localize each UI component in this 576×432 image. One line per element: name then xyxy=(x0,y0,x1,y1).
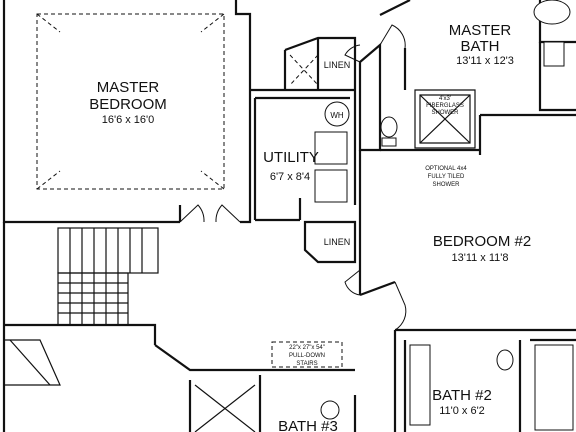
utility-room: UTILITY 6'7 x 8'4 xyxy=(263,149,319,183)
room-dimensions: 6'7 x 8'4 xyxy=(270,171,310,183)
bath-3: BATH #3 xyxy=(278,418,338,432)
shower-label: SHOWER xyxy=(432,110,460,116)
bathtub-icon xyxy=(534,344,574,431)
room-name: BATH #2 xyxy=(432,387,492,404)
bath-fixtures xyxy=(194,344,574,432)
shower-note: 4'x3' FIBERGLASS SHOWER xyxy=(426,96,464,116)
master-bedroom: MASTER BEDROOM 16'6 x 16'0 xyxy=(89,79,167,126)
water-heater-icon xyxy=(324,101,350,127)
room-name: BATH xyxy=(461,38,500,55)
optional-note: SHOWER xyxy=(433,182,461,188)
staircase xyxy=(4,227,159,386)
tub-icon xyxy=(533,0,571,25)
master-bath: MASTER BATH 13'11 x 12'3 xyxy=(449,22,514,67)
master-bath-fixtures xyxy=(380,0,571,147)
pulldown-size: 22"x 27"x 54" xyxy=(289,345,325,351)
room-name: MASTER xyxy=(97,79,160,96)
toilet-icon xyxy=(496,349,514,371)
linen-closet-label: LINEN xyxy=(324,237,351,247)
shower-material: FIBERGLASS xyxy=(426,103,464,109)
sink-icon xyxy=(320,400,340,420)
optional-shower-note: OPTIONAL 4x4 FULLY TILED SHOWER xyxy=(425,166,467,188)
room-name: BEDROOM #2 xyxy=(433,233,531,250)
toilet-icon xyxy=(380,116,398,138)
room-name: BATH #3 xyxy=(278,418,338,432)
bath-2: BATH #2 11'0 x 6'2 xyxy=(432,387,492,417)
room-name: BEDROOM xyxy=(89,96,167,113)
optional-note: FULLY TILED xyxy=(428,174,465,180)
room-dimensions: 11'0 x 6'2 xyxy=(439,405,485,417)
pull-down-stairs: 22"x 27"x 54" PULL-DOWN STAIRS xyxy=(271,341,343,368)
shower-size: 4'x3' xyxy=(439,96,451,102)
tray-ceiling xyxy=(36,13,225,190)
water-heater-label: WH xyxy=(330,111,344,120)
room-name: UTILITY xyxy=(263,149,319,166)
room-name: MASTER xyxy=(449,22,512,39)
room-dimensions: 13'11 x 12'3 xyxy=(456,55,514,67)
optional-note: OPTIONAL 4x4 xyxy=(425,166,467,172)
room-dimensions: 13'11 x 11'8 xyxy=(451,252,508,264)
doors xyxy=(179,24,407,331)
bedroom-2: BEDROOM #2 13'11 x 11'8 xyxy=(433,233,531,264)
utility-fixtures: WH xyxy=(289,54,350,203)
room-dimensions: 16'6 x 16'0 xyxy=(102,114,155,126)
linen-closet-label: LINEN xyxy=(324,60,351,70)
pulldown-stairs: STAIRS xyxy=(296,361,317,367)
pulldown-label: PULL-DOWN xyxy=(289,353,325,359)
